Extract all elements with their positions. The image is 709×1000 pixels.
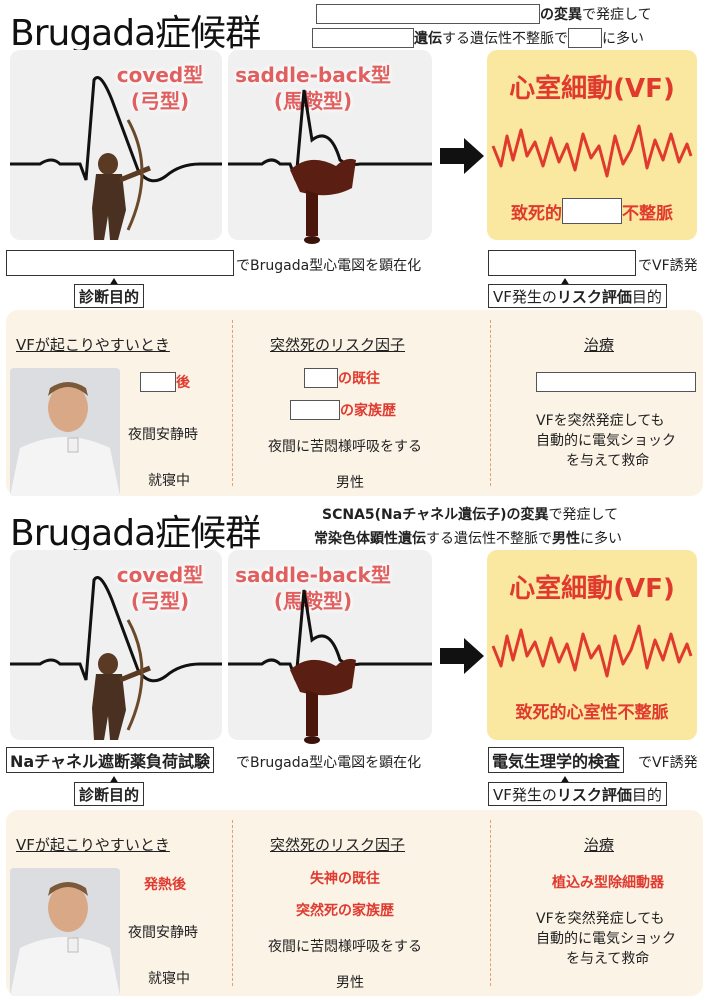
col-risk-head: 突然死のリスク因子 — [270, 836, 406, 854]
treatment-item — [536, 372, 696, 392]
ecg-waves-answers — [10, 576, 432, 744]
blank-diag-test[interactable] — [6, 250, 234, 276]
vf-sub: 致死的 不整脈 — [487, 198, 697, 224]
coved-label-answers: coved型 (弓型) — [116, 563, 204, 613]
answer-subline-1: SCNA5(Naチャネル遺伝子)の変異 で発症して — [322, 507, 619, 523]
risk-history-answer: 失神の既往 — [310, 871, 380, 887]
worksheet-answers: Brugada症候群 SCNA5(Naチャネル遺伝子)の変異 で発症して 常染色… — [0, 500, 709, 1000]
sleeping-item: 就寝中 — [148, 473, 190, 489]
coved-label: coved型 (弓型) — [116, 63, 204, 113]
diag-after-text: でBrugada型心電図を顕在化 — [236, 258, 422, 274]
sleeping-item: 就寝中 — [148, 971, 190, 987]
sleeping-man-photo — [10, 868, 120, 996]
eps-after-text: でVF誘発 — [638, 258, 698, 274]
eps-after-text-answers: でVF誘発 — [638, 755, 698, 771]
treatment-answer: 植込み型除細動器 — [552, 875, 664, 891]
risk-family-item: の家族歴 — [290, 400, 396, 420]
eps-purpose: VF発生のリスク評価目的 — [488, 284, 667, 308]
archer-figure — [92, 119, 151, 240]
col-vf-timing-head: VFが起こりやすいとき — [16, 336, 170, 354]
page-title: Brugada症候群 — [10, 13, 261, 54]
vf-panel: 心室細動(VF) 致死的 不整脈 — [487, 50, 697, 240]
right-arrow-icon — [440, 138, 484, 174]
diag-purpose: 診断目的 — [74, 284, 145, 308]
ecg-waves — [10, 76, 432, 244]
saddle-label-answers: saddle-back型 (馬鞍型) — [235, 563, 391, 613]
eps-up-arrow — [560, 776, 570, 784]
vf-ecg-trace — [491, 124, 693, 178]
divider-2 — [490, 820, 491, 986]
info-panel: VFが起こりやすいとき 突然死のリスク因子 治療 後 夜間安静時 就寝中 の既往… — [6, 310, 703, 496]
right-arrow-icon — [440, 638, 484, 674]
blank-cause[interactable] — [140, 372, 176, 392]
treat-desc-1: VFを突然発症しても — [536, 413, 665, 429]
col-risk-head: 突然死のリスク因子 — [270, 336, 406, 354]
coved-ecg-trace — [10, 576, 222, 683]
risk-agonal-item: 夜間に苦悶様呼吸をする — [268, 939, 422, 955]
page-title-answers: Brugada症候群 — [10, 513, 261, 554]
diag-test-answer: Naチャネル遮断薬負荷試験 — [6, 747, 215, 773]
blank-vf-type[interactable] — [562, 198, 622, 224]
diag-after-text-answers: でBrugada型心電図を顕在化 — [236, 755, 422, 771]
archer-figure — [92, 619, 151, 740]
vf-panel-answers: 心室細動(VF) 致死的心室性不整脈 — [487, 550, 697, 740]
risk-agonal-item: 夜間に苦悶様呼吸をする — [268, 439, 422, 455]
risk-family-answer: 突然死の家族歴 — [296, 903, 394, 919]
cause-item: 後 — [140, 372, 190, 392]
diag-up-arrow — [109, 278, 119, 286]
blank-treatment[interactable] — [536, 372, 696, 392]
vf-ecg-trace — [491, 624, 693, 678]
subline-1: の変異 で発症して — [316, 4, 652, 24]
info-panel-answers: VFが起こりやすいとき 突然死のリスク因子 治療 発熱後 夜間安静時 就寝中 失… — [6, 810, 703, 996]
blank-gene[interactable] — [316, 4, 540, 24]
cause-item-answer: 発熱後 — [144, 877, 186, 893]
saddle-figure — [290, 658, 356, 744]
vf-sub-answers: 致死的心室性不整脈 — [515, 703, 669, 723]
eps-test-answer: 電気生理学的検査 — [488, 747, 625, 773]
col-treat-head: 治療 — [584, 336, 615, 354]
divider-1 — [232, 820, 233, 986]
night-rest-item: 夜間安静時 — [128, 925, 198, 941]
col-vf-timing-head: VFが起こりやすいとき — [16, 836, 170, 854]
eps-purpose-answers: VF発生のリスク評価目的 — [488, 782, 667, 806]
blank-inheritance[interactable] — [312, 28, 414, 48]
answer-subline-2: 常染色体顕性遺伝 する遺伝性不整脈で 男性 に多い — [314, 531, 622, 547]
treat-desc-2: 自動的に電気ショック — [536, 931, 676, 947]
blank-eps-test[interactable] — [488, 250, 636, 276]
blank-risk2[interactable] — [290, 400, 340, 420]
saddle-panel-answers — [228, 550, 432, 740]
treat-desc-3: を与えて救命 — [566, 951, 650, 967]
treat-desc-2: 自動的に電気ショック — [536, 433, 676, 449]
risk-male-item: 男性 — [336, 475, 364, 491]
blank-sex[interactable] — [568, 28, 602, 48]
sleeping-man-photo — [10, 368, 120, 496]
diag-purpose-answers: 診断目的 — [74, 782, 145, 806]
treat-desc-3: を与えて救命 — [566, 453, 650, 469]
worksheet-blank: Brugada症候群 の変異 で発症して 遺伝 する遺伝性不整脈で に多い co… — [6, 4, 703, 496]
diag-up-arrow — [109, 776, 119, 784]
night-rest-item: 夜間安静時 — [128, 427, 198, 443]
subline-2: 遺伝 する遺伝性不整脈で に多い — [312, 28, 644, 48]
risk-male-item: 男性 — [336, 975, 364, 991]
divider-1 — [232, 320, 233, 486]
coved-ecg-trace — [10, 76, 222, 183]
col-treat-head: 治療 — [584, 836, 615, 854]
saddle-figure — [290, 158, 356, 244]
vf-title: 心室細動(VF) — [509, 74, 675, 104]
saddle-panel — [228, 50, 432, 240]
risk-history-item: の既往 — [304, 368, 380, 388]
saddle-label: saddle-back型 (馬鞍型) — [235, 63, 391, 113]
treat-desc-1: VFを突然発症しても — [536, 911, 665, 927]
divider-2 — [490, 320, 491, 486]
eps-up-arrow — [560, 278, 570, 286]
blank-risk1[interactable] — [304, 368, 338, 388]
vf-title-answers: 心室細動(VF) — [509, 574, 675, 604]
